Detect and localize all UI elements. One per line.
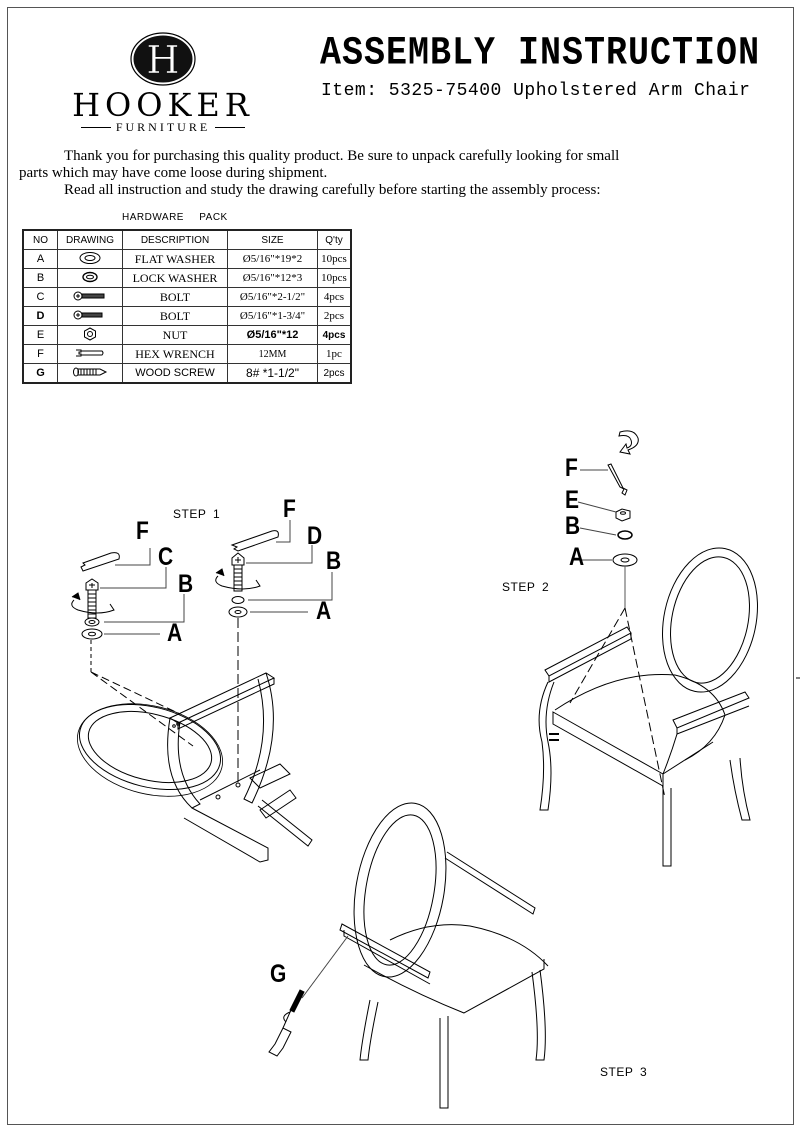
step2-chair: [538, 547, 758, 867]
brand-sub: FURNITURE: [68, 120, 258, 135]
bolt-head-icon: [85, 578, 99, 591]
callout-b-2: B: [326, 547, 342, 576]
logo-emblem-icon: H: [130, 32, 196, 86]
hardware-table: NO DRAWING DESCRIPTION SIZE Q'ty A FLAT …: [22, 229, 352, 384]
step1-left-hardware: [71, 548, 185, 675]
table-row: F HEX WRENCH 12MM 1pc: [22, 344, 352, 364]
callout-c: C: [158, 543, 174, 572]
svg-text:H: H: [146, 38, 179, 82]
table-row: A FLAT WASHER Ø5/16"*19*2 10pcs: [22, 249, 352, 269]
callout-f-3: F: [565, 454, 578, 483]
step2-label: STEP 2: [502, 580, 550, 594]
screwdriver-icon: [268, 1027, 292, 1057]
step1-label: STEP 1: [173, 507, 221, 521]
bolt-head-icon: [231, 552, 245, 566]
callout-e: E: [565, 486, 580, 515]
screw-icon: [289, 989, 305, 1013]
table-row: C BOLT Ø5/16"*2-1/2" 4pcs: [22, 287, 352, 307]
bolt-icon: [57, 306, 123, 326]
page-frame: [7, 7, 794, 1125]
item-subtitle: Item: 5325-75400 Upholstered Arm Chair: [321, 81, 751, 101]
callout-a: A: [167, 619, 183, 648]
callout-a-3: A: [569, 543, 585, 572]
callout-d: D: [307, 522, 323, 551]
intro-line-3: Read all instruction and study the drawi…: [64, 182, 601, 198]
intro-text: Thank you for purchasing this quality pr…: [19, 148, 789, 199]
step3-chair: [268, 802, 549, 1109]
table-row: E NUT Ø5/16"*12 4pcs: [22, 325, 352, 345]
callout-f-2: F: [283, 495, 296, 524]
intro-line-2: parts which may have come loose during s…: [19, 165, 328, 181]
page-title: ASSEMBLY INSTRUCTION: [320, 30, 761, 76]
table-row: B LOCK WASHER Ø5/16"*12*3 10pcs: [22, 268, 352, 288]
table-row: G WOOD SCREW 8# *1-1/2" 2pcs: [22, 363, 352, 384]
callout-b-3: B: [565, 512, 581, 541]
hardware-pack-title: HARDWARE PACK: [122, 212, 228, 223]
wrench-icon: [80, 552, 120, 572]
rotate-arrow-icon: [215, 575, 261, 590]
step2-hardware: [577, 430, 639, 608]
callout-b: B: [178, 570, 194, 599]
callout-a-2: A: [316, 597, 332, 626]
nut-icon: [615, 508, 631, 522]
step1-right-hardware: [215, 520, 333, 782]
brand-name: HOOKER: [72, 86, 254, 124]
step3-label: STEP 3: [600, 1065, 648, 1079]
callout-g: G: [270, 960, 287, 989]
step1-inverted-chair: [77, 671, 313, 863]
intro-line-1: Thank you for purchasing this quality pr…: [64, 148, 620, 164]
callout-f: F: [136, 517, 149, 546]
wood-screw-icon: [57, 363, 123, 384]
wrench-icon: [607, 463, 628, 496]
rotate-arrow-icon: [71, 599, 115, 614]
wrench-icon: [230, 530, 279, 552]
hex-wrench-icon: [57, 344, 123, 364]
table-header-row: NO DRAWING DESCRIPTION SIZE Q'ty: [22, 229, 352, 250]
rotate-arrow-icon: [618, 430, 639, 455]
table-row: D BOLT Ø5/16"*1-3/4" 2pcs: [22, 306, 352, 326]
hooker-logo: H HOOKER FURNITURE: [68, 32, 258, 135]
